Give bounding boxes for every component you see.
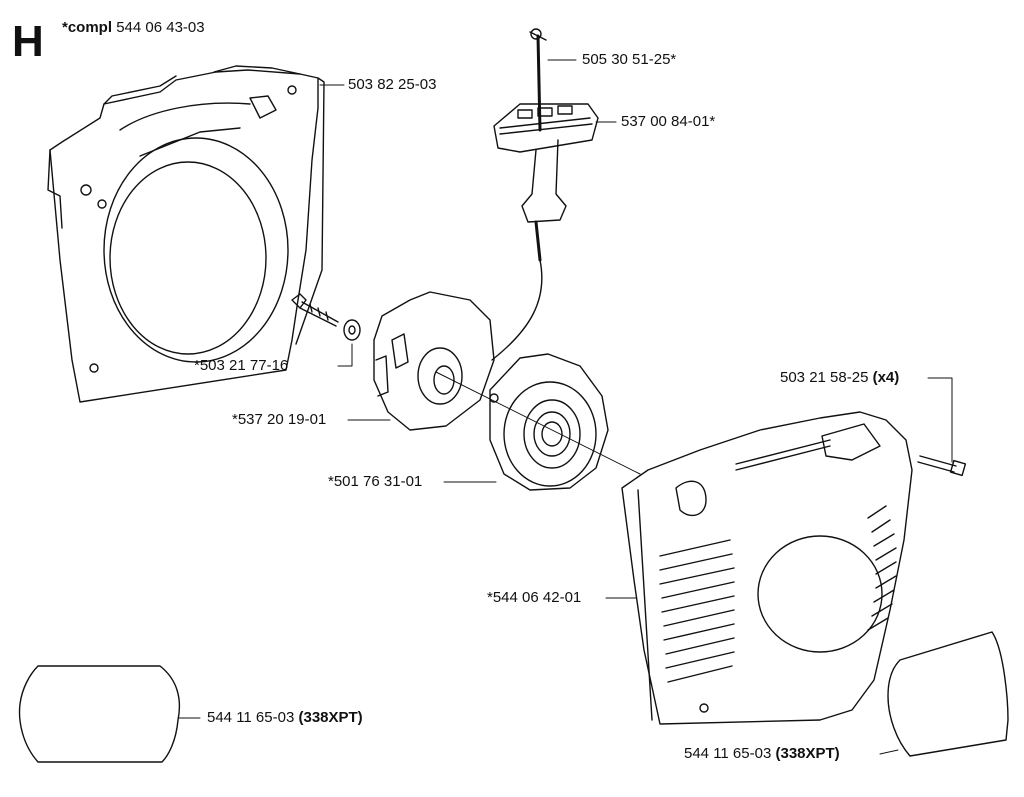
pulley-drawing <box>373 291 495 431</box>
screw-drawing <box>291 293 361 341</box>
header-prefix: *compl <box>62 19 113 36</box>
cylinder-shroud-drawing <box>47 65 325 403</box>
label-decal-left: 544 11 65-03 (338XPT) <box>207 709 363 727</box>
label-starter-cord: 505 30 51-25* <box>582 51 677 68</box>
cover-screw-qty: (x4) <box>872 369 900 386</box>
cover-screw-number: 503 21 58-25 <box>780 369 869 386</box>
starter-handle-drawing <box>491 28 599 361</box>
label-starter-handle: 537 00 84-01* <box>621 113 716 130</box>
leader-lines <box>177 59 953 755</box>
label-cover-screw: 503 21 58-25 (x4) <box>780 369 899 387</box>
label-cylinder-shroud: 503 82 25-03 <box>348 76 437 93</box>
decal-right-drawing <box>887 631 1009 757</box>
header-part-number: 544 06 43-03 <box>116 19 205 36</box>
decal-left-drawing <box>18 665 181 763</box>
starter-housing-drawing <box>621 411 913 725</box>
spring-cassette-drawing <box>489 353 609 491</box>
section-letter: H <box>12 17 44 66</box>
decal-left-number: 544 11 65-03 <box>207 709 295 726</box>
label-starter-housing: *544 06 42-01 <box>487 589 582 606</box>
assembly-header: *compl 544 06 43-03 <box>62 19 205 37</box>
decal-left-model: (338XPT) <box>298 709 363 726</box>
label-spring-cassette: *501 76 31-01 <box>328 473 423 490</box>
label-decal-right: 544 11 65-03 (338XPT) <box>684 745 840 763</box>
label-screw: *503 21 77-16 <box>194 357 289 374</box>
decal-right-model: (338XPT) <box>775 745 840 762</box>
decal-right-number: 544 11 65-03 <box>684 745 772 762</box>
label-pulley: *537 20 19-01 <box>232 411 327 428</box>
cover-screw-drawing <box>917 455 967 477</box>
